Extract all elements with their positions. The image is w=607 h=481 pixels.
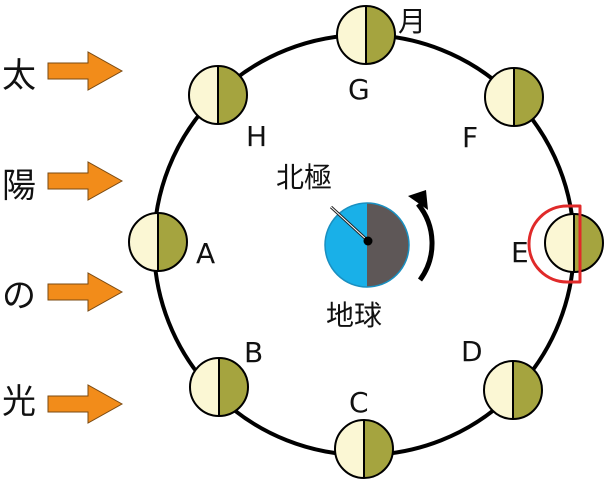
moon-D — [483, 360, 543, 420]
sunlight-arrow-1 — [47, 51, 124, 91]
earth-dark-half — [367, 203, 409, 287]
position-label-G: G — [348, 73, 370, 106]
north-pole-label: 北極 — [276, 161, 332, 194]
position-label-A: A — [196, 237, 215, 270]
position-label-D: D — [461, 335, 483, 368]
earth-lit-half — [325, 203, 367, 287]
position-label-H: H — [246, 120, 267, 153]
sunlight-arrow-3 — [47, 272, 124, 312]
sunlight-arrow-4 — [47, 384, 124, 424]
moon-C — [334, 419, 394, 479]
sunlight-char-3: の — [2, 276, 36, 316]
moon-B — [189, 357, 249, 417]
moon-A — [128, 212, 188, 272]
sunlight-char-2: 陽 — [2, 166, 36, 206]
highlight-E — [527, 204, 582, 284]
earth — [324, 202, 410, 288]
position-label-C: C — [349, 386, 369, 419]
moon-G — [336, 5, 396, 65]
moon-E — [544, 213, 604, 273]
moon-H — [188, 65, 248, 125]
north-pole-dot — [363, 236, 373, 246]
sunlight-arrow-2 — [47, 161, 124, 201]
moon-F — [484, 67, 544, 127]
sunlight-char-1: 太 — [2, 56, 36, 96]
sunlight-group: 太 陽 の 光 — [2, 51, 124, 424]
earth-label: 地球 — [326, 299, 382, 332]
moon-label: 月 — [398, 5, 426, 38]
position-label-F: F — [462, 121, 478, 154]
position-label-E: E — [511, 236, 529, 269]
rotation-arrow — [408, 190, 435, 282]
sunlight-char-4: 光 — [2, 382, 36, 422]
position-label-B: B — [244, 336, 263, 369]
